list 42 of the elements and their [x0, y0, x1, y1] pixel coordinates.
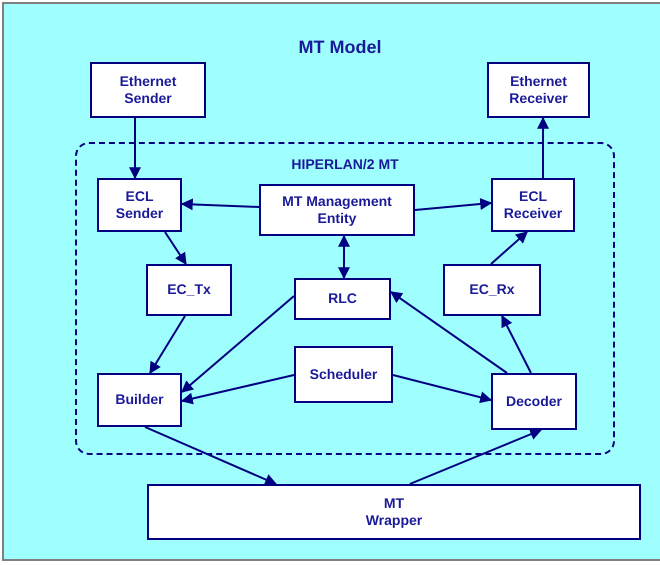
arrow	[409, 428, 542, 485]
process-box	[146, 264, 232, 316]
process-box	[90, 62, 206, 118]
arrow	[490, 231, 528, 265]
box-label: EC_Rx	[469, 281, 515, 299]
box-label: Ethernet Receiver	[508, 72, 569, 108]
arrow	[164, 231, 187, 265]
box-label: Ethernet Sender	[118, 72, 178, 108]
box-label: Scheduler	[310, 366, 378, 384]
dashed-group-border	[75, 142, 615, 455]
arrow	[414, 198, 492, 211]
process-box	[294, 346, 393, 403]
process-box	[147, 484, 641, 540]
box-label: MT Management Entity	[281, 192, 393, 228]
box-label: ECL Sender	[114, 188, 164, 222]
box-label: ECL Receiver	[502, 188, 564, 222]
process-box	[491, 373, 577, 430]
process-box	[97, 373, 182, 427]
process-box	[97, 178, 182, 232]
process-box	[491, 178, 575, 232]
arrow	[129, 118, 141, 180]
arrow	[181, 295, 295, 393]
process-box	[443, 264, 541, 316]
box-label: Decoder	[506, 392, 562, 410]
arrow	[149, 315, 186, 374]
arrow	[144, 426, 278, 486]
box-label: Builder	[115, 391, 164, 409]
box-label: MT Wrapper	[364, 494, 424, 530]
group-label: HIPERLAN/2 MT	[291, 156, 399, 174]
arrow	[537, 116, 550, 178]
box-label: EC_Tx	[167, 281, 211, 299]
process-box	[294, 278, 391, 320]
arrow	[338, 234, 350, 280]
process-box	[259, 184, 415, 236]
arrow	[180, 198, 260, 210]
arrow	[392, 374, 492, 404]
box-label: RLC	[328, 290, 357, 308]
arrow	[390, 291, 508, 374]
process-box	[487, 62, 590, 118]
diagram-title: MT Model	[298, 36, 382, 58]
arrow	[180, 374, 294, 404]
arrow	[501, 314, 532, 374]
